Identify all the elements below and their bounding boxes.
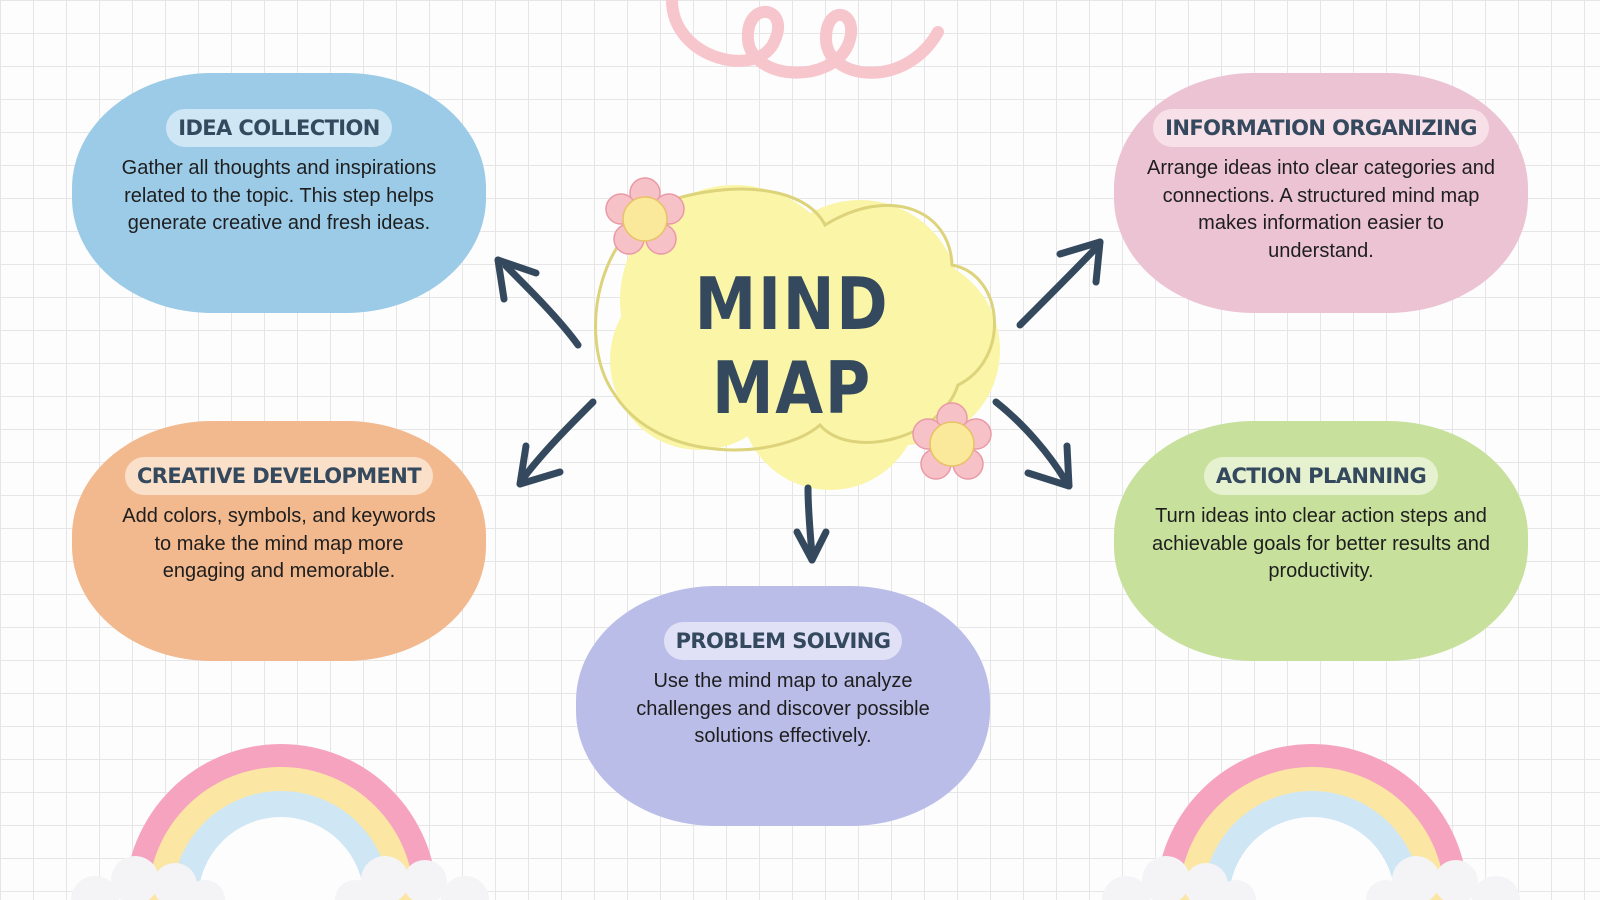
node-action-planning-text: Turn ideas into clear action steps and a… [1152,505,1490,582]
node-idea-collection: IDEA COLLECTION Gather all thoughts and … [72,73,486,313]
node-problem-solving-text: Use the mind map to analyze challenges a… [636,670,930,747]
node-idea-collection-label: IDEA COLLECTION [166,109,392,147]
node-creative-development-text: Add colors, symbols, and keywords to mak… [122,505,436,582]
mind-map-title: MIND MAP [694,262,890,430]
node-action-planning-label: ACTION PLANNING [1203,457,1439,495]
node-idea-collection-text: Gather all thoughts and inspirations rel… [121,157,437,234]
node-creative-development: CREATIVE DEVELOPMENT Add colors, symbols… [72,421,486,661]
node-action-planning: ACTION PLANNING Turn ideas into clear ac… [1114,421,1528,661]
node-problem-solving: PROBLEM SOLVING Use the mind map to anal… [576,586,990,826]
node-problem-solving-label: PROBLEM SOLVING [663,622,903,660]
node-information-organizing: INFORMATION ORGANIZING Arrange ideas int… [1114,73,1528,313]
node-creative-development-label: CREATIVE DEVELOPMENT [125,457,433,495]
node-information-organizing-text: Arrange ideas into clear categories and … [1147,157,1495,262]
node-information-organizing-label: INFORMATION ORGANIZING [1153,109,1489,147]
